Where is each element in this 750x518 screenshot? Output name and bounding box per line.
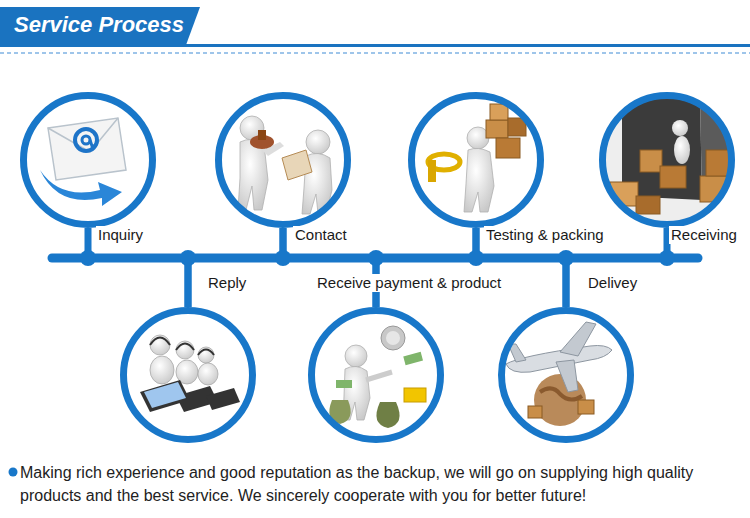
step-label: Reply — [206, 274, 248, 292]
call-center-icon — [140, 335, 240, 412]
step-circle: Testing & packing — [408, 92, 544, 228]
step-label: Contact — [293, 226, 349, 244]
step-circle: Delivey — [498, 307, 634, 443]
bullet-dot — [9, 468, 18, 477]
payment-icon — [329, 326, 426, 428]
page-title: Service Process — [14, 11, 184, 39]
step-circle: Receive payment & product — [308, 307, 444, 443]
step-circle: Contact — [215, 92, 351, 228]
step-label: Inquiry — [96, 226, 145, 244]
timeline-connector — [188, 228, 283, 307]
step-label: Receive payment & product — [315, 274, 503, 292]
header-rule — [0, 44, 750, 47]
step-circle: Inquiry — [20, 92, 156, 228]
envelope-icon — [40, 118, 126, 206]
timeline-connector — [376, 228, 476, 307]
contact-figures-icon — [238, 116, 332, 214]
header-band — [0, 7, 200, 45]
step-label: Receiving — [669, 226, 739, 244]
container-icon — [600, 90, 740, 230]
footer-note: Making rich experience and good reputati… — [20, 461, 748, 507]
step-circle: Reply — [120, 307, 256, 443]
step-circle: Receiving — [599, 92, 735, 228]
step-label: Testing & packing — [484, 226, 606, 244]
header-dashes — [0, 52, 750, 54]
step-label: Delivey — [586, 274, 639, 292]
delivery-icon — [506, 322, 612, 426]
packing-icon — [428, 104, 526, 212]
